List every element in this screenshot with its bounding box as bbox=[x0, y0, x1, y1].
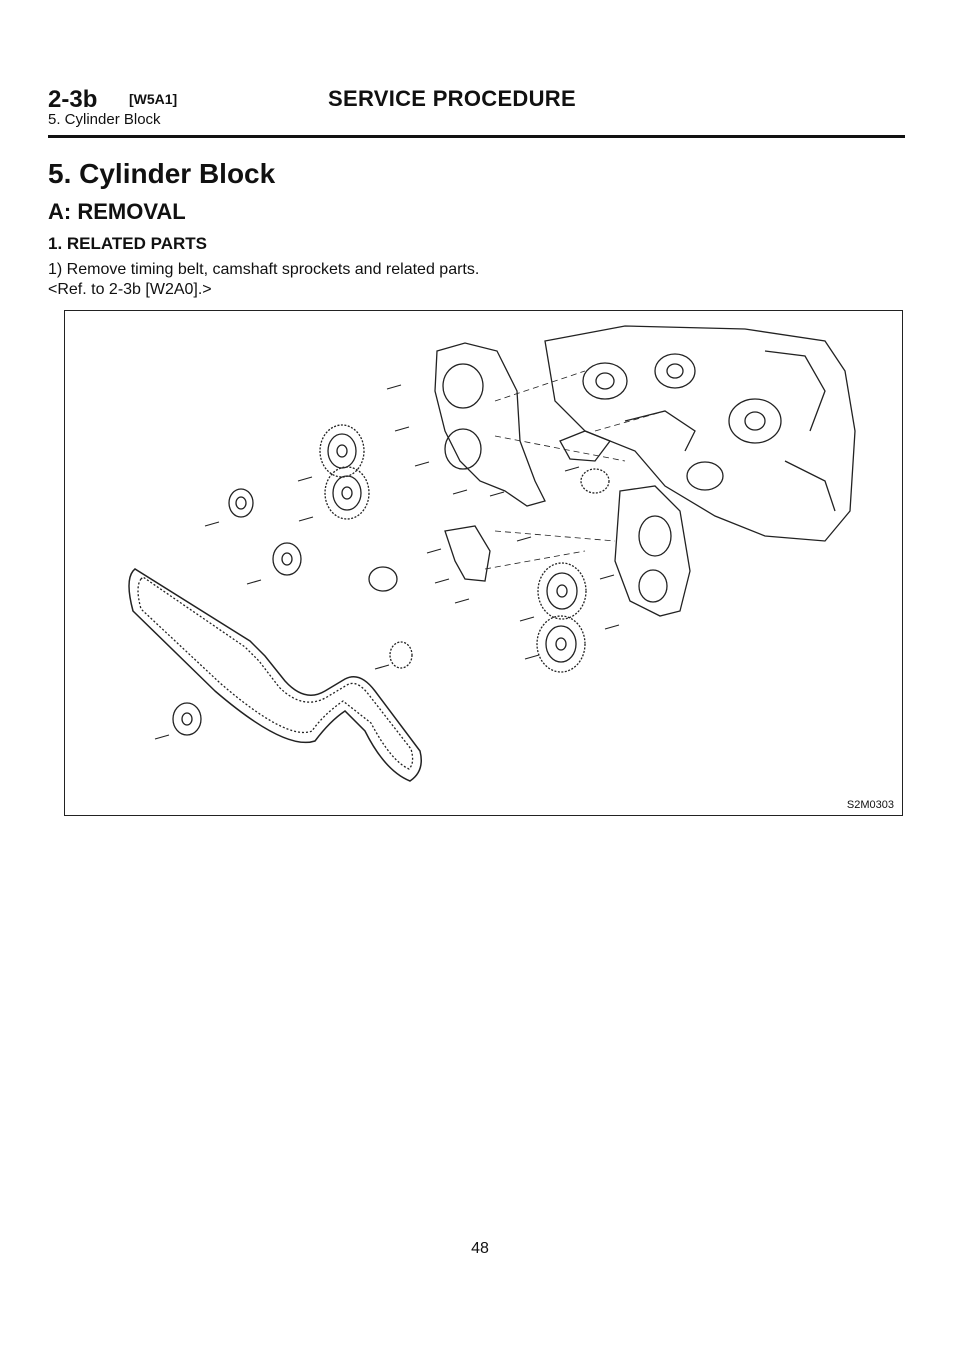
reference-link[interactable]: <Ref. to 2-3b [W2A0].> bbox=[48, 281, 212, 298]
timing-belt-exploded-diagram bbox=[128, 325, 856, 782]
tensioner-bracket bbox=[444, 430, 612, 582]
idler-pulleys bbox=[172, 468, 610, 736]
header-divider bbox=[48, 135, 905, 138]
instruction-text: 1) Remove timing belt, camshaft sprocket… bbox=[48, 261, 480, 278]
timing-belt-cover-front bbox=[614, 485, 691, 617]
figure-code: S2M0303 bbox=[846, 799, 894, 811]
section-heading: A: REMOVAL bbox=[48, 199, 186, 224]
camshaft-sprockets bbox=[319, 424, 587, 673]
leader-lines bbox=[484, 370, 666, 570]
section-reference: [W5A1] bbox=[129, 91, 178, 107]
exploded-diagram-figure: S2M0303 bbox=[64, 310, 903, 816]
header-title: SERVICE PROCEDURE bbox=[328, 86, 576, 111]
timing-belt-cover-back bbox=[434, 342, 546, 507]
section-code: 2-3b bbox=[48, 86, 98, 113]
timing-belt bbox=[128, 568, 422, 782]
page-number: 48 bbox=[471, 1240, 489, 1257]
step-heading: 1. RELATED PARTS bbox=[48, 234, 207, 253]
header-subtitle: 5. Cylinder Block bbox=[48, 111, 161, 128]
bolts bbox=[154, 384, 620, 740]
page-title: 5. Cylinder Block bbox=[48, 158, 276, 189]
